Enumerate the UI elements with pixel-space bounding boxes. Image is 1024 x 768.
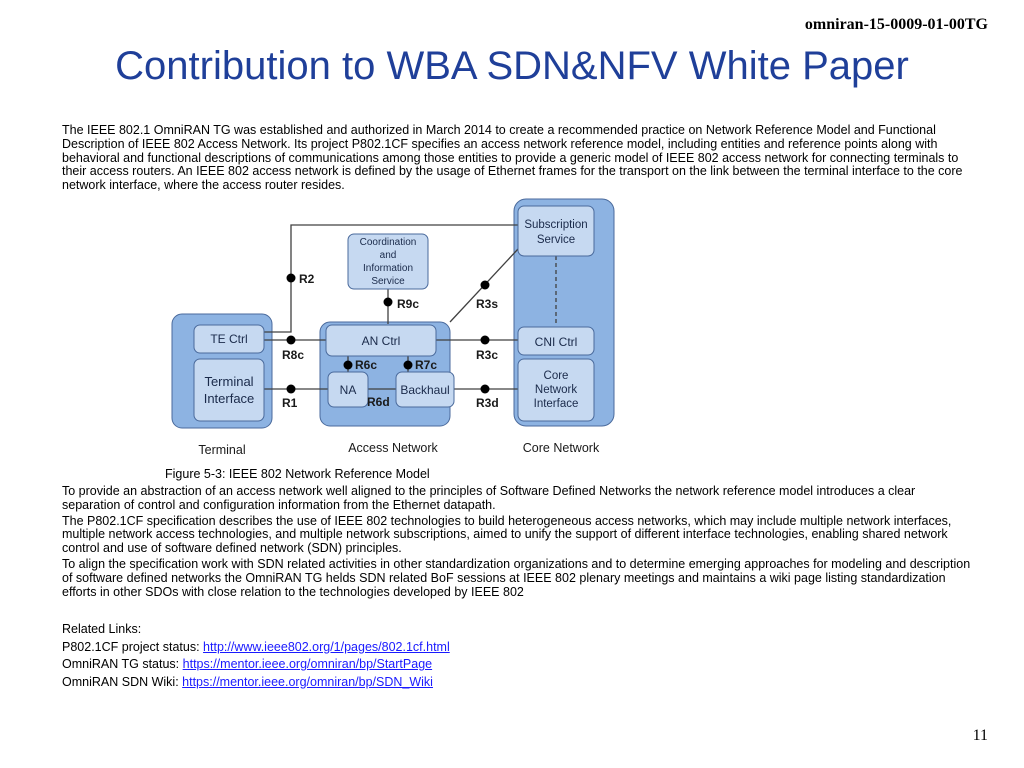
- coordination-label-1: Coordination: [360, 237, 417, 248]
- te-ctrl-box: [193, 324, 265, 354]
- coordination-label-4: Service: [371, 276, 405, 287]
- paragraph-2: The P802.1CF specification describes the…: [62, 513, 952, 556]
- link-label: P802.1CF project status:: [62, 639, 204, 654]
- na-label: NA: [340, 383, 357, 397]
- figure-caption: Figure 5-3: IEEE 802 Network Reference M…: [165, 467, 430, 481]
- link-row-omniran-tg: OmniRAN TG status: https://mentor.ieee.o…: [62, 656, 450, 674]
- r6c-dot: [343, 360, 353, 370]
- terminal-group-label: Terminal: [198, 443, 245, 457]
- body-text: To provide an abstraction of an access n…: [62, 484, 972, 601]
- subscription-label-1: Subscription: [524, 219, 587, 231]
- link-label: OmniRAN SDN Wiki:: [62, 674, 183, 689]
- te-ctrl-label: TE Ctrl: [210, 332, 247, 346]
- r9c-label: R9c: [397, 297, 419, 311]
- terminal-interface-label-1: Terminal: [204, 374, 253, 389]
- paragraph-3: To align the specification work with SDN…: [62, 556, 971, 599]
- cni-ctrl-label: CNI Ctrl: [535, 335, 578, 349]
- link-row-p802-1cf: P802.1CF project status: http://www.ieee…: [62, 639, 450, 657]
- paragraph-1: To provide an abstraction of an access n…: [62, 484, 916, 512]
- r3c-dot: [480, 335, 490, 345]
- link-row-omniran-sdn-wiki: OmniRAN SDN Wiki: https://mentor.ieee.or…: [62, 674, 450, 692]
- core-interface-box: [517, 358, 595, 422]
- link-label: OmniRAN TG status:: [62, 657, 183, 671]
- network-reference-diagram: Coordination and Information Service Sub…: [171, 198, 615, 457]
- r3d-dot: [480, 384, 490, 394]
- r7c-label: R7c: [415, 358, 437, 372]
- an-ctrl-box: [325, 324, 437, 357]
- coordination-label-2: and: [380, 250, 397, 261]
- r6c-label: R6c: [355, 358, 377, 372]
- terminal-interface-label-2: Interface: [204, 391, 255, 406]
- r7c-dot: [403, 360, 413, 370]
- r1-dot: [286, 384, 296, 394]
- core-interface-label-2: Network: [535, 384, 577, 396]
- omniran-tg-link[interactable]: https://mentor.ieee.org/omniran/bp/Start…: [182, 657, 433, 671]
- r2-label: R2: [299, 272, 315, 286]
- related-links-heading: Related Links:: [62, 622, 142, 636]
- r6d-label: R6d: [367, 395, 390, 409]
- intro-paragraph: The IEEE 802.1 OmniRAN TG was establishe…: [62, 123, 963, 193]
- reference-point-dots: [286, 273, 490, 394]
- core-interface-label-1: Core: [544, 370, 569, 382]
- r8c-dot: [286, 335, 296, 345]
- cni-ctrl-box: [517, 326, 595, 356]
- terminal-interface-box: [193, 358, 265, 422]
- backhaul-box: [395, 371, 455, 408]
- coordination-box: [347, 233, 429, 290]
- r1-label: R1: [282, 396, 298, 410]
- r9c-dot: [383, 297, 393, 307]
- backhaul-label: Backhaul: [400, 383, 449, 397]
- omniran-sdn-wiki-link[interactable]: https://mentor.ieee.org/omniran/bp/SDN_W…: [182, 674, 433, 689]
- core-interface-label-3: Interface: [534, 398, 579, 410]
- r3s-label: R3s: [476, 297, 498, 311]
- document-id: omniran-15-0009-01-00TG: [804, 16, 988, 33]
- subscription-label-2: Service: [537, 234, 575, 246]
- core-group-label: Core Network: [523, 441, 600, 455]
- page-title: Contribution to WBA SDN&NFV White Paper: [115, 44, 909, 88]
- related-links: Related Links: P802.1CF project status: …: [62, 621, 450, 691]
- subscription-box: [517, 205, 595, 257]
- r8c-label: R8c: [282, 348, 304, 362]
- r2-dot: [286, 273, 296, 283]
- coordination-label-3: Information: [363, 263, 413, 274]
- r3d-label: R3d: [476, 396, 499, 410]
- an-ctrl-label: AN Ctrl: [362, 334, 401, 348]
- r3c-label: R3c: [476, 348, 498, 362]
- access-group-label: Access Network: [348, 441, 438, 455]
- r3s-dot: [480, 280, 490, 290]
- na-box: [327, 371, 369, 408]
- p802-1cf-link[interactable]: http://www.ieee802.org/1/pages/802.1cf.h…: [203, 639, 450, 654]
- page-number: 11: [972, 727, 988, 744]
